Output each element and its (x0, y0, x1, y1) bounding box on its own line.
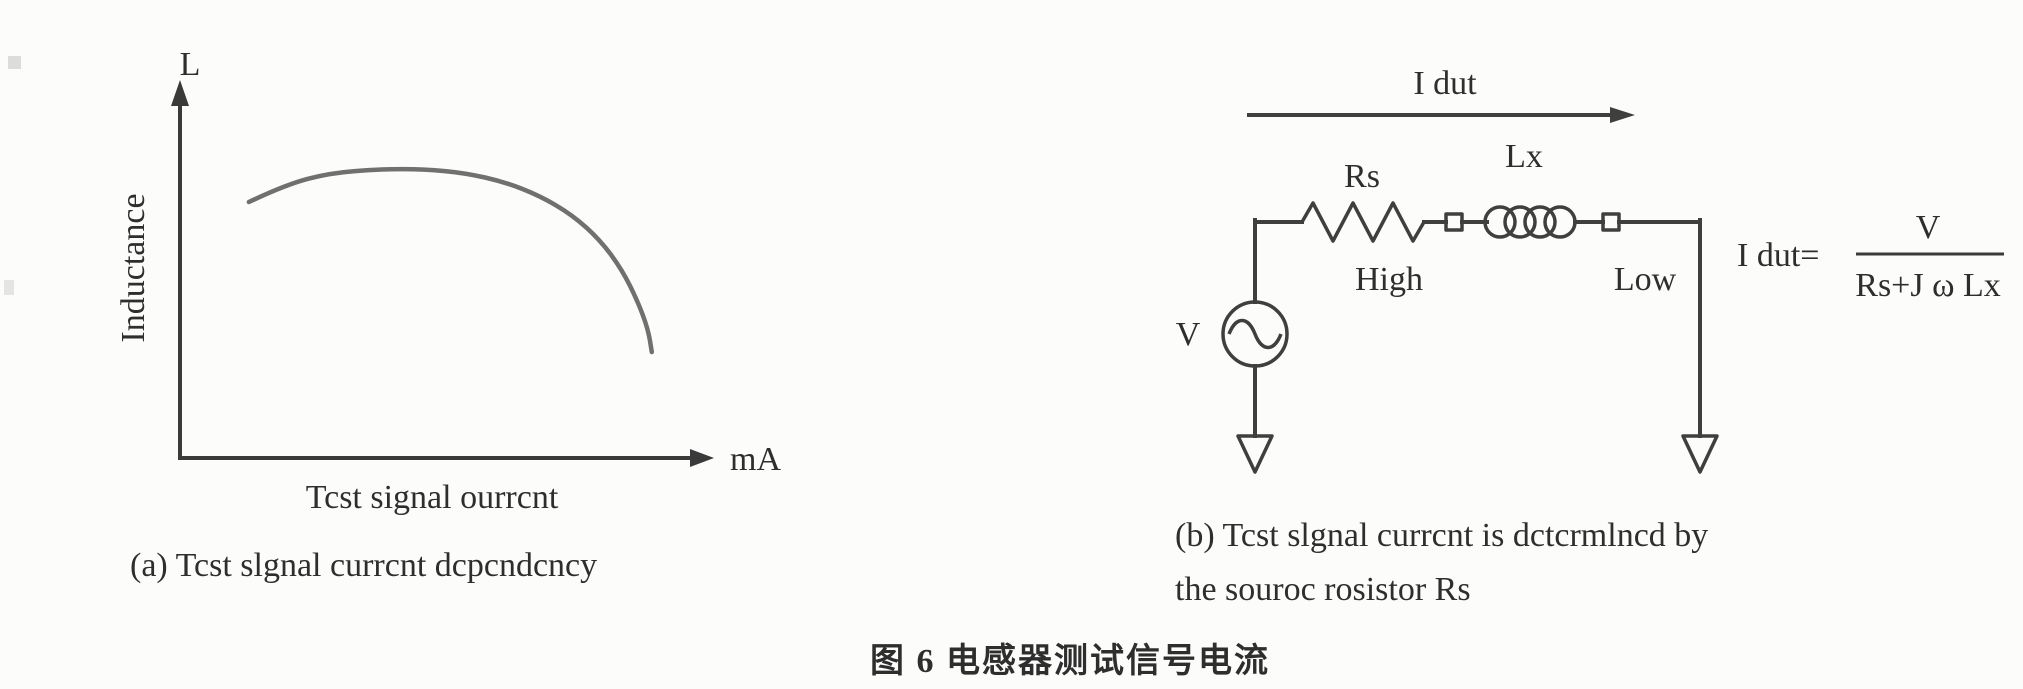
resistor-label: Rs (1344, 158, 1380, 195)
current-label: I dut (1413, 65, 1477, 102)
scan-artifact (8, 56, 21, 69)
figure-caption: 图 6 电感器测试信号电流 (870, 642, 1270, 680)
equation-i-dut: I dut= V Rs+J ω Lx (1737, 209, 2004, 304)
source-label: V (1176, 316, 1201, 353)
y-axis-title: Inductance (115, 193, 152, 342)
equation-denominator: Rs+J ω Lx (1855, 267, 2000, 304)
inductor-label: Lx (1505, 138, 1543, 175)
inductor-coil-loop (1503, 205, 1537, 239)
scan-artifact (4, 280, 14, 295)
ground-symbol-right (1681, 434, 1719, 474)
inductor-symbol (1483, 205, 1577, 239)
inductor-coil-loop (1523, 205, 1557, 239)
panel-b-caption-line1: (b) Tcst slgnal currcnt is dctcrmlncd by (1175, 517, 1708, 554)
x-axis-unit: mA (730, 441, 781, 478)
panel-b-caption-line2: the souroc rosistor Rs (1175, 571, 1471, 608)
terminal-high-label: High (1355, 261, 1423, 298)
ac-voltage-source-symbol (1221, 300, 1289, 368)
equation-lhs: I dut= (1737, 237, 1819, 274)
panel-b-circuit-diagram: I dut (1175, 65, 2004, 608)
equation-numerator: V (1916, 209, 1941, 246)
sine-wave-icon (1227, 318, 1283, 350)
resistor-symbol (1300, 201, 1426, 243)
inductor-coil-loop (1543, 205, 1577, 239)
panel-a-caption: (a) Tcst slgnal currcnt dcpcndcncy (130, 547, 597, 584)
high-terminal-square (1444, 212, 1464, 232)
terminal-low-label: Low (1614, 261, 1677, 298)
inductance-curve (246, 166, 655, 355)
x-axis-title: Tcst signal ourrcnt (306, 479, 559, 516)
inductor-coil-loop (1483, 205, 1517, 239)
current-arrowhead-icon (1610, 107, 1635, 123)
low-terminal-square (1601, 212, 1621, 232)
x-axis-arrowhead-icon (690, 449, 714, 467)
y-axis-symbol: L (180, 46, 201, 83)
y-axis-arrowhead-icon (171, 80, 189, 106)
ground-symbol-left (1236, 434, 1274, 474)
panel-a-inductance-chart: L Inductance mA Tcst signal ourrcnt (a) … (115, 46, 781, 584)
